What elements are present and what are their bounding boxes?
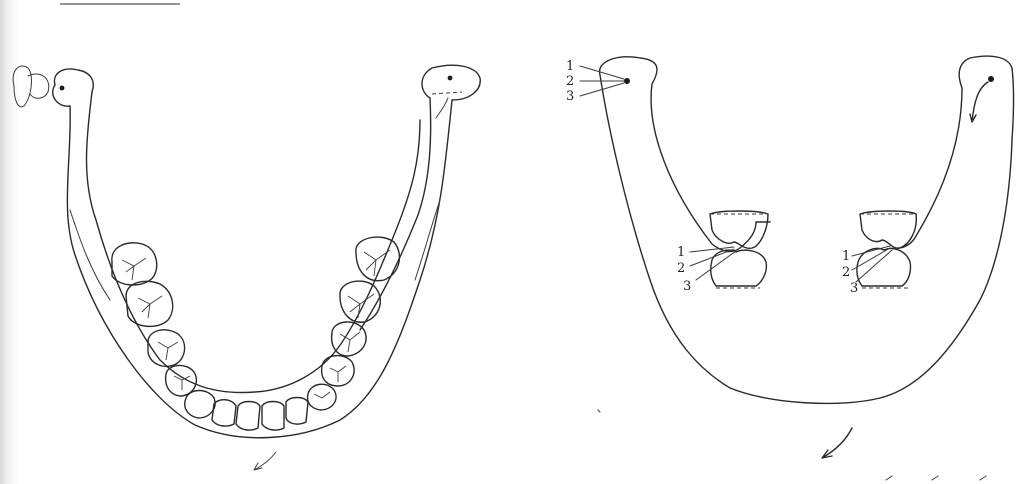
tooth (308, 384, 337, 410)
scan-mark (886, 476, 986, 480)
right-mandible-outline-body (600, 56, 1014, 403)
front-teeth (212, 398, 308, 431)
right-upper-tooth (860, 211, 916, 248)
right-panel-bottom-arrow (822, 428, 852, 458)
right-tooth-label-1: 1 (842, 249, 850, 264)
scan-edge-shading (0, 0, 22, 484)
condyle-label-1: 1 (566, 59, 574, 74)
tooth (148, 330, 185, 367)
left-side-teeth (112, 243, 215, 418)
right-tooth-label-3: 3 (850, 281, 858, 296)
left-mandible-outline (53, 65, 481, 437)
left-panel-right-condyle-arrow (436, 98, 448, 118)
tooth-fissure (158, 342, 178, 360)
left-upper-tooth (710, 211, 768, 248)
right-panel-frontal-view: 1 2 3 1 2 3 1 2 3 (566, 56, 1014, 480)
left-ridge-line-left (70, 210, 110, 300)
right-tooth-pair (852, 211, 916, 288)
left-panel-right-condyle-dot (448, 76, 453, 81)
left-tooth-label-2: 2 (677, 261, 685, 276)
tooth-fissure (330, 366, 346, 382)
tooth (112, 243, 157, 285)
right-mandible-outline (600, 57, 770, 252)
tooth (286, 398, 308, 425)
left-panel-bottom-arrow (254, 452, 276, 470)
tooth (340, 281, 380, 322)
tooth-fissure (314, 392, 330, 398)
tooth-fissure (138, 296, 162, 318)
condyle-label-2: 2 (566, 74, 574, 89)
right-panel-right-condyle-dot (988, 76, 994, 82)
left-lower-tooth (711, 250, 767, 286)
right-lower-tooth (857, 249, 911, 287)
arrow-line (580, 66, 624, 79)
tooth-fissure (122, 258, 146, 280)
tooth (262, 402, 284, 431)
left-tooth-label-1: 1 (677, 245, 685, 260)
left-condyle-dot (60, 86, 65, 91)
left-panel-right-condyle-dash (432, 92, 462, 94)
condyle-label-3: 3 (566, 89, 574, 104)
tooth (236, 402, 260, 431)
scan-speck (598, 410, 600, 412)
right-tooth-label-2: 2 (842, 265, 850, 280)
right-panel-left-condyle-dot (624, 78, 630, 84)
left-panel-occlusal-view (13, 65, 480, 470)
tooth (185, 391, 215, 419)
right-panel-right-condyle-arrow (970, 82, 988, 122)
left-tooth-label-3: 3 (683, 279, 691, 294)
arrow-line (696, 251, 736, 280)
